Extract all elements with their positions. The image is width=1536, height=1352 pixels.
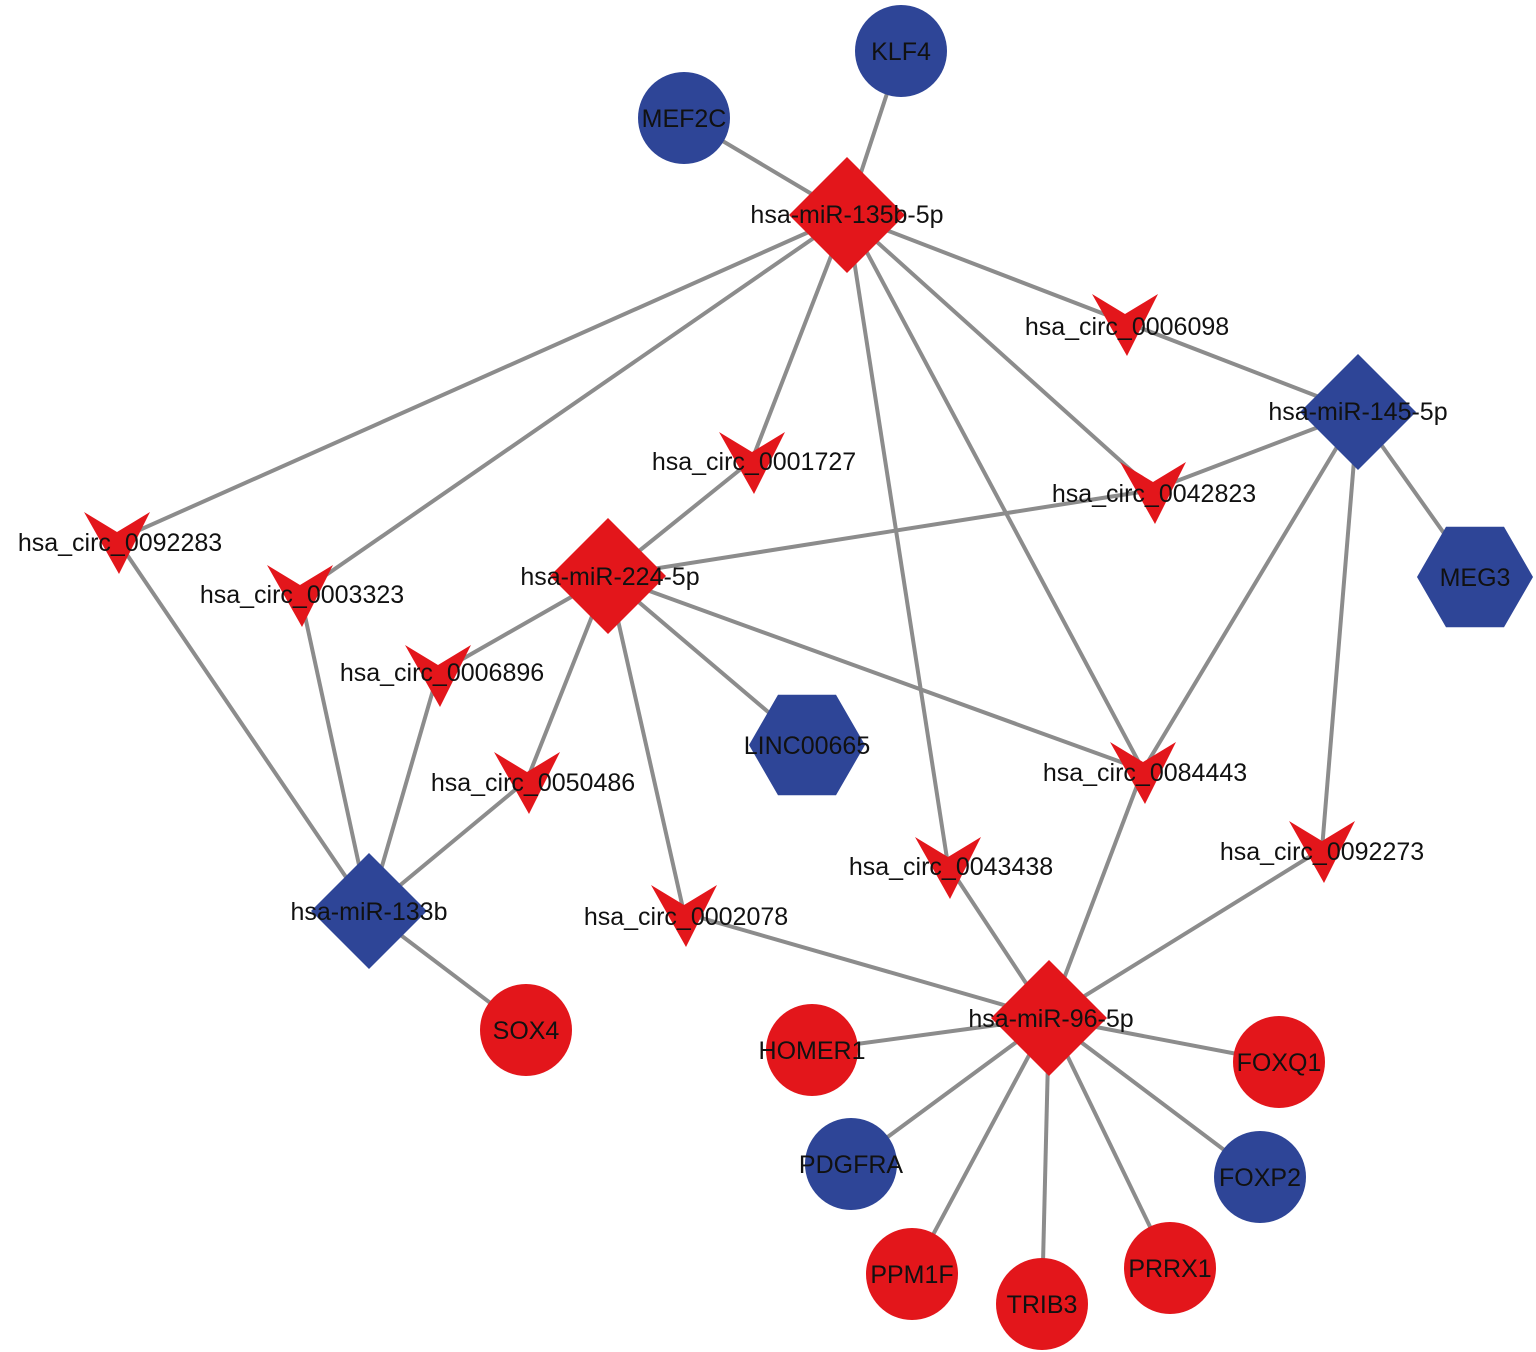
label-c92283: hsa_circ_0092283 [18,529,222,557]
label-c6098: hsa_circ_0006098 [1025,313,1229,341]
label-homer1: HOMER1 [759,1037,866,1065]
label-mir135b: hsa-miR-135b-5p [750,201,943,229]
edge-mir135b-c3323 [298,213,849,595]
label-c43438: hsa_circ_0043438 [849,853,1053,881]
label-c84443: hsa_circ_0084443 [1043,759,1247,787]
node-klf4[interactable] [855,5,947,97]
edge-mir135b-c6098 [846,213,1126,324]
label-mir96: hsa-miR-96-5p [968,1005,1133,1033]
label-c2078: hsa_circ_0002078 [584,903,788,931]
edge-mir135b-c43438 [845,214,950,866]
edge-mir224-c2078 [606,575,686,914]
node-homer1[interactable] [766,1004,858,1096]
label-klf4: KLF4 [871,38,931,66]
node-c92273[interactable] [1289,821,1355,883]
node-c6098[interactable] [1092,294,1158,356]
label-c92273: hsa_circ_0092273 [1220,838,1424,866]
label-mir145: hsa-miR-145-5p [1268,398,1447,426]
edge-mir145-c84443 [1141,410,1360,772]
edge-mir133b-c92283 [115,538,371,913]
node-c42823[interactable] [1120,462,1186,524]
edge-mir135b-c92283 [116,213,848,542]
label-sox4: SOX4 [493,1017,560,1045]
node-c92283[interactable] [84,512,150,574]
edge-mir145-c92273 [1320,411,1360,850]
label-ppm1f: PPM1F [870,1261,953,1289]
edge-mir224-c84443 [607,574,1144,772]
edge-mir96-c2078 [683,911,1050,1020]
node-mir96[interactable] [991,960,1107,1076]
node-sox4[interactable] [480,984,572,1076]
edges-layer [115,50,1477,1305]
label-c1727: hsa_circ_0001727 [652,448,856,476]
node-foxq1[interactable] [1233,1016,1325,1108]
node-meg3[interactable] [1417,526,1533,628]
node-c6896[interactable] [405,645,471,707]
label-meg3: MEG3 [1440,564,1511,592]
node-prrx1[interactable] [1124,1222,1216,1314]
edge-mir96-c92273 [1047,847,1324,1020]
node-mir133b[interactable] [311,853,427,969]
label-mir224: hsa-miR-224-5p [520,563,699,591]
node-mir224[interactable] [550,518,666,634]
label-prrx1: PRRX1 [1128,1255,1211,1283]
node-c2078[interactable] [651,885,717,947]
node-linc00665[interactable] [749,694,865,796]
label-c50486: hsa_circ_0050486 [431,769,635,797]
node-pdgfra[interactable] [805,1118,897,1210]
label-c3323: hsa_circ_0003323 [200,581,404,609]
nodes-layer [84,5,1533,1350]
node-mir135b[interactable] [789,157,905,273]
edge-mir224-c42823 [607,488,1154,578]
label-c42823: hsa_circ_0042823 [1052,480,1256,508]
label-c6896: hsa_circ_0006896 [340,659,544,687]
node-c1727[interactable] [719,432,785,494]
node-foxp2[interactable] [1214,1131,1306,1223]
node-ppm1f[interactable] [866,1228,958,1320]
label-mef2c: MEF2C [642,105,727,133]
edge-mir96-prrx1 [1047,1017,1172,1269]
node-c43438[interactable] [915,837,981,899]
edge-mir135b-c42823 [845,213,1155,492]
node-c50486[interactable] [494,752,560,814]
edge-mir96-ppm1f [910,1017,1051,1275]
node-mir145[interactable] [1300,354,1416,470]
label-mir133b: hsa-miR-133b [290,898,447,926]
edge-mir135b-c84443 [845,214,1145,771]
node-c84443[interactable] [1110,742,1176,804]
node-c3323[interactable] [267,565,333,627]
node-trib3[interactable] [996,1258,1088,1350]
label-pdgfra: PDGFRA [799,1151,904,1179]
node-mef2c[interactable] [638,72,730,164]
label-linc00665: LINC00665 [744,732,870,760]
label-trib3: TRIB3 [1007,1291,1078,1319]
edge-mir133b-c3323 [298,592,371,912]
label-foxq1: FOXQ1 [1237,1049,1322,1077]
label-foxp2: FOXP2 [1219,1164,1301,1192]
